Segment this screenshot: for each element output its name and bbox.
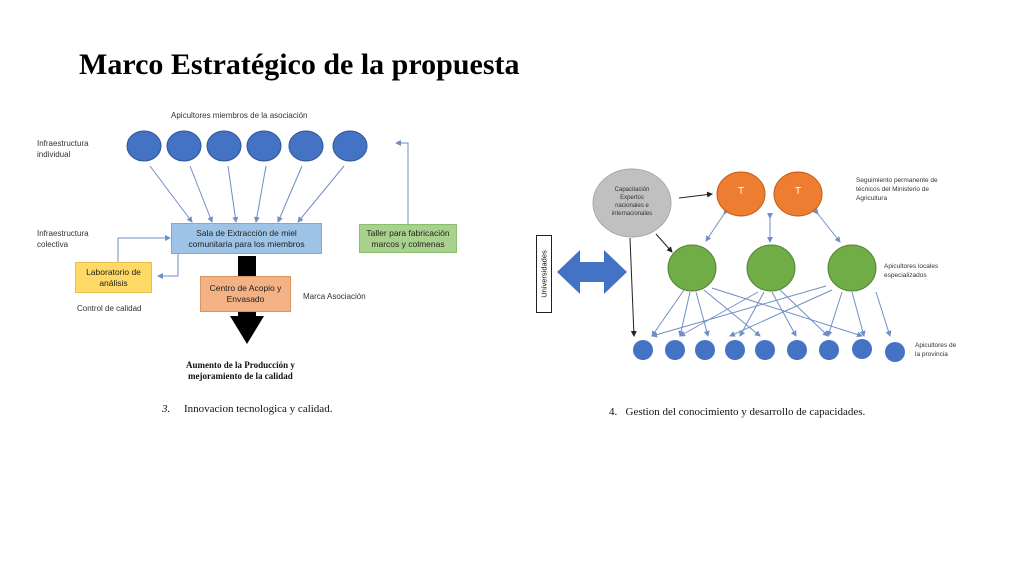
provincia-circle — [885, 342, 905, 362]
green-to-provincia-arrow — [729, 289, 833, 337]
infra-colectiva-label: Infraestructura colectiva — [37, 229, 89, 249]
provincia-circle — [787, 340, 807, 360]
universidades-box: Universidades — [536, 235, 552, 313]
provincia-circle — [633, 340, 653, 360]
provincia-circle — [755, 340, 775, 360]
provincia-label: Apicultores de la provincia — [915, 342, 957, 358]
caption-right: 4. Gestion del conocimiento y desarrollo… — [609, 406, 866, 418]
member-circles — [126, 130, 368, 162]
aumento-label: Aumento de la Producción y mejoramiento … — [186, 360, 295, 381]
green-to-provincia-arrow — [678, 291, 691, 337]
cap-to-t-arrow — [678, 191, 713, 199]
member-circle — [206, 130, 242, 162]
green-to-provincia-arrow — [739, 291, 765, 337]
green-circle — [667, 244, 717, 292]
t-circle — [773, 171, 823, 217]
double-arrow-icon — [557, 250, 627, 294]
laboratorio-box: Laboratorio de análisis — [75, 262, 152, 293]
t-circle — [716, 171, 766, 217]
cap-to-provincia-arrow — [629, 237, 637, 337]
seguimiento-label: Seguimiento permanente de técnicos del M… — [856, 177, 938, 202]
t-label: T — [737, 186, 745, 197]
green-to-provincia-arrow — [875, 291, 892, 337]
arrow — [189, 165, 213, 223]
green-to-provincia-arrow — [695, 291, 710, 337]
lab-to-sala-arrow — [117, 235, 171, 262]
black-arrow-head — [230, 316, 264, 344]
t-green-arrow — [705, 208, 730, 242]
taller-box: Taller para fabricación marcos y colmena… — [359, 224, 457, 253]
green-to-provincia-arrow — [771, 291, 797, 337]
provincia-circle — [819, 340, 839, 360]
caption-left: Innovacion tecnologica y calidad. — [184, 403, 333, 415]
green-circle — [746, 244, 796, 292]
green-to-provincia-arrow — [651, 289, 685, 337]
provincia-circle — [695, 340, 715, 360]
infra-individual-label: Infraestructura individual — [37, 139, 89, 159]
arrow — [253, 165, 267, 223]
acopio-box: Centro de Acopio y Envasado — [200, 276, 291, 312]
t-green-arrow — [812, 208, 841, 243]
arrow — [297, 165, 345, 223]
arrow — [227, 165, 239, 223]
capacitacion-circle — [592, 168, 672, 238]
universidades-label: Universidades — [539, 250, 549, 298]
capacitacion-label: Capacitación Expertos nacionales e inter… — [611, 187, 653, 217]
arrow — [149, 165, 193, 223]
member-circle — [246, 130, 282, 162]
provincia-circle — [725, 340, 745, 360]
member-circle — [166, 130, 202, 162]
member-circle — [126, 130, 162, 162]
sala-to-lab-arrow — [157, 254, 179, 279]
green-to-provincia-arrow — [679, 291, 759, 337]
member-circle — [288, 130, 324, 162]
green-to-provincia-arrow — [651, 285, 827, 338]
cap-to-green-arrow — [655, 233, 673, 253]
control-label: Control de calidad — [77, 304, 142, 313]
sala-box: Sala de Extracción de miel comunitaria p… — [171, 223, 322, 254]
green-circle — [827, 244, 877, 292]
green-to-provincia-arrow — [826, 291, 843, 337]
slide-title: Marco Estratégico de la propuesta — [79, 48, 520, 81]
marca-label: Marca Asociación — [303, 292, 366, 301]
locales-label: Apicultores locales especializados — [884, 263, 939, 279]
member-arrows — [149, 165, 345, 223]
t-label: T — [794, 186, 802, 197]
caption-number: 3. — [162, 403, 171, 415]
green-to-provincia-arrow — [711, 287, 863, 338]
provincia-circles — [633, 339, 905, 362]
provincia-circle — [852, 339, 872, 359]
provincia-circle — [665, 340, 685, 360]
members-label: Apicultores miembros de la asociación — [171, 111, 308, 120]
arrow — [277, 165, 303, 223]
member-circle — [332, 130, 368, 162]
green-to-provincia-arrow — [851, 291, 866, 337]
green-to-provincia-arrow — [779, 289, 829, 337]
taller-feedback-arrow — [395, 140, 409, 224]
